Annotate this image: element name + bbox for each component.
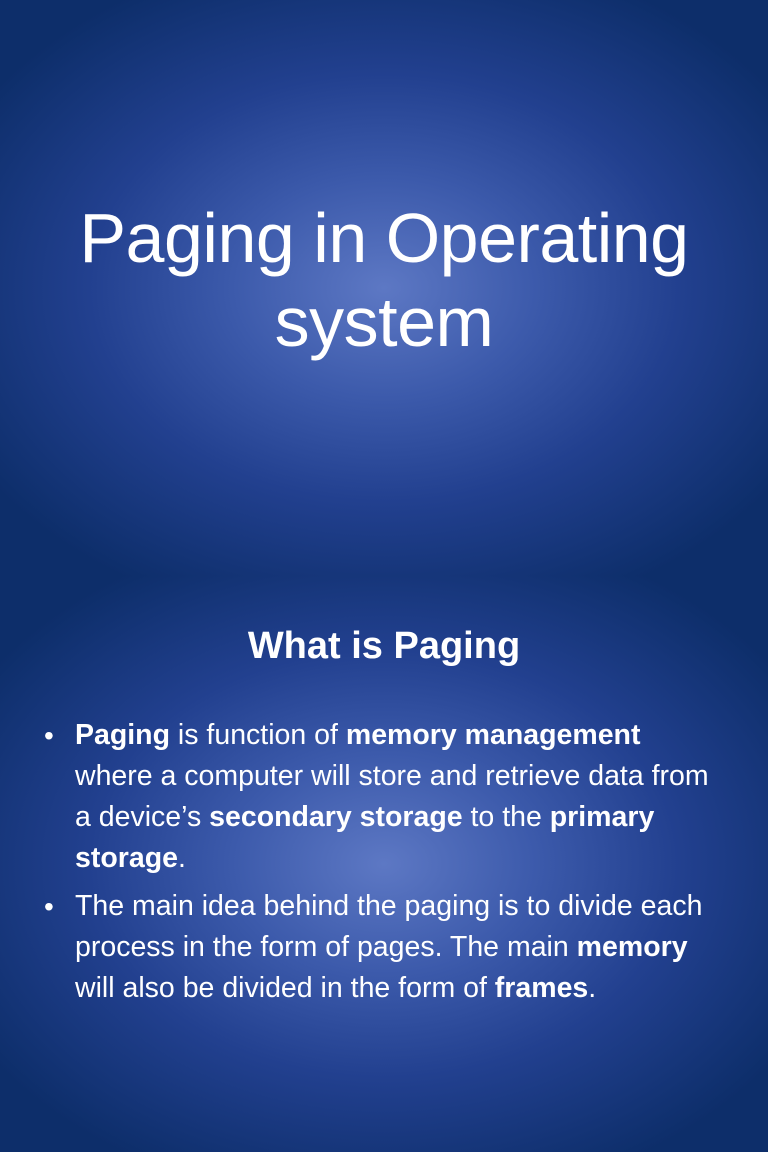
content-slide: What is Paging • Paging is function of m… (0, 576, 768, 1152)
bullet-text: Paging is function of memory management … (75, 719, 709, 874)
bullet-dot-icon: • (44, 891, 54, 922)
bullet-dot-icon: • (44, 720, 54, 751)
bold-term: memory (576, 931, 688, 963)
slide-title: Paging in Operating system (0, 196, 768, 364)
bold-term: secondary storage (209, 801, 463, 833)
title-slide: Paging in Operating system (0, 0, 768, 576)
bullet-item-2: • The main idea behind the paging is to … (44, 886, 724, 1009)
bold-term: primary storage (75, 801, 655, 874)
slide-title-line-1: Paging in Operating (79, 199, 689, 277)
bold-term: Paging (75, 719, 171, 751)
slide-heading: What is Paging (247, 625, 521, 667)
bold-term: frames (494, 972, 589, 1004)
bullet-list: • Paging is function of memory managemen… (44, 715, 724, 1016)
slide-title-line-2: system (274, 283, 494, 361)
bullet-text: The main idea behind the paging is to di… (75, 890, 703, 1004)
bullet-item-1: • Paging is function of memory managemen… (44, 715, 724, 879)
bold-term: memory management (345, 719, 641, 751)
